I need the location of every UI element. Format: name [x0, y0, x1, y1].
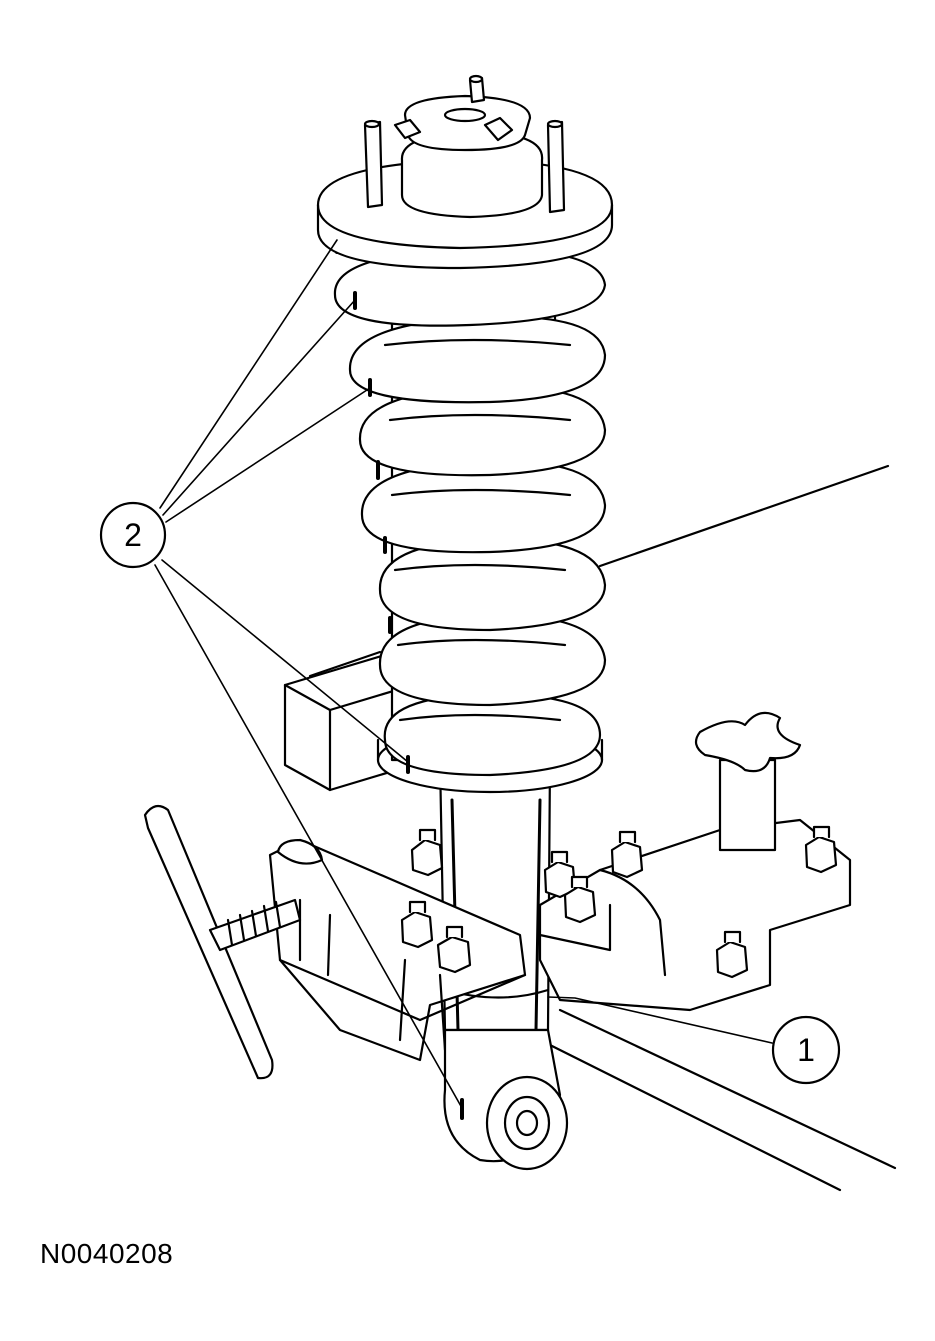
nut-right-arm-1	[610, 830, 644, 879]
nut-left-lower	[400, 900, 434, 949]
callout-1-number: 1	[797, 1032, 815, 1068]
nut-right-arm-2	[804, 825, 838, 874]
lower-eye-mount	[443, 1028, 569, 1171]
callout-1: 1	[771, 1015, 841, 1085]
nut-mid-right-2	[563, 875, 597, 924]
callout-1-leader	[547, 996, 773, 1044]
nut-right-arm-3	[715, 930, 749, 979]
callout-2: 2	[99, 501, 167, 569]
callout-2-leaders	[154, 239, 463, 1109]
figure-id-label: N0040208	[40, 1238, 174, 1269]
t-handle	[143, 804, 302, 1080]
top-mount-cap	[393, 94, 544, 219]
mount-studs	[363, 74, 566, 214]
nut-center	[436, 925, 472, 974]
fixture-rail-lines	[308, 464, 897, 1192]
nut-left-upper	[410, 828, 444, 877]
fixture-nuts	[400, 825, 838, 979]
callout-2-number: 2	[124, 517, 142, 553]
coil-spring	[333, 248, 607, 777]
